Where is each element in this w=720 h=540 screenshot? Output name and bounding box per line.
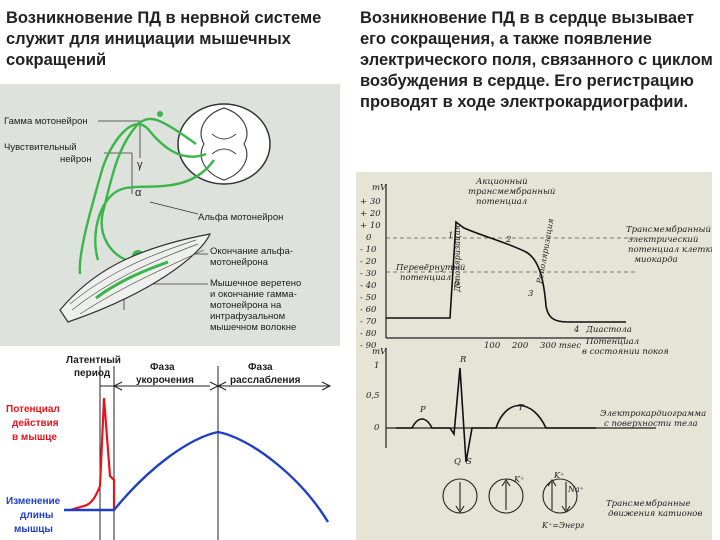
- gamma-motoneuron-label: Гамма мотонейрон: [4, 116, 88, 127]
- action-potential-label-2: действия: [12, 418, 59, 429]
- muscle-contraction-diagram: Латентный период Фаза укорочения Фаза ра…: [0, 346, 340, 540]
- sensory-neuron-label-2: нейрон: [60, 154, 92, 165]
- y-tick-top-9: - 60: [360, 305, 377, 315]
- action-potential-curve: [69, 397, 116, 512]
- alpha-ending-label-2: мотонейрона: [210, 257, 269, 268]
- y-tick-top-6: - 30: [360, 269, 377, 279]
- transmembrane-label-4: миокарда: [634, 255, 678, 265]
- latent-period-label-2: период: [74, 368, 111, 379]
- length-change-label-1: Изменение: [6, 496, 61, 507]
- length-change-label-2: длины: [20, 510, 53, 521]
- ion-na-label: Na⁺: [567, 485, 584, 494]
- ion-caption-1: Трансмембранные: [606, 498, 691, 509]
- ecg-caption-2: с поверхности тела: [604, 419, 698, 429]
- rest-potential-label-2: в состоянии покоя: [582, 347, 669, 357]
- depolarization-label: Деполяризация: [453, 225, 462, 293]
- ap-title-2: трансмембранный: [468, 186, 555, 197]
- diastole-label: Диастола: [585, 325, 632, 335]
- ecg-p-label: P: [419, 405, 426, 415]
- latent-period-label-1: Латентный: [66, 355, 121, 366]
- mv-label-top: mV: [372, 183, 387, 193]
- ion-flow-diagrams: [442, 478, 578, 514]
- ecg-trace: [396, 367, 596, 463]
- ecg-r-label: R: [459, 355, 467, 365]
- alpha-motoneuron-label: Альфа мотонейрон: [198, 212, 283, 223]
- y-tick-bottom-1: 0,5: [366, 391, 380, 401]
- ion-k-label-2: K⁺: [553, 471, 564, 480]
- mv-label-bottom: mV: [372, 347, 387, 357]
- y-tick-top-5: - 20: [360, 257, 377, 267]
- phase-3-label: 3: [528, 289, 533, 299]
- ecg-t-label: T: [518, 403, 525, 413]
- ion-caption-2: движения катионов: [608, 509, 702, 519]
- x-tick-300: 300 msec: [540, 341, 581, 351]
- shortening-phase-label-2: укорочения: [136, 375, 194, 386]
- y-tick-top-12: - 90: [360, 341, 377, 351]
- repolarization-label: Реполяризация: [535, 218, 555, 285]
- spindle-label-3: мотонейрона на: [210, 300, 282, 311]
- phase-1-label: 1: [448, 231, 453, 241]
- transmembrane-label-1: Трансмембранный: [626, 224, 711, 235]
- spindle-label-5: мышечном волокне: [210, 322, 296, 333]
- muscle-illustration: [59, 233, 212, 323]
- spindle-label-4: интрафузальном: [210, 311, 285, 322]
- x-tick-100: 100: [484, 341, 501, 351]
- ecg-s-label: S: [466, 457, 472, 467]
- sensory-neuron-label-1: Чувствительный: [4, 142, 77, 153]
- cardiac-ap-ecg-diagram: mV + 30 + 20 + 10 0 - 10 - 20 - 30 - 40 …: [356, 172, 712, 540]
- y-tick-top-3: 0: [366, 233, 372, 243]
- y-tick-top-0: + 30: [360, 197, 381, 207]
- spinal-cord-section: [177, 103, 271, 185]
- phase-4-label: 4: [573, 325, 579, 335]
- transmembrane-label-2: электрический: [628, 235, 698, 245]
- x-tick-200: 200: [511, 341, 529, 351]
- y-tick-top-7: - 40: [360, 281, 377, 291]
- ecg-caption-1: Электрокардиограмма: [600, 409, 706, 419]
- ap-title-1: Акционный: [475, 177, 528, 187]
- y-tick-top-4: - 10: [360, 245, 377, 255]
- y-tick-top-8: - 50: [360, 293, 377, 303]
- action-potential-label-3: в мышце: [12, 432, 57, 443]
- shortening-phase-label-1: Фаза: [150, 362, 175, 373]
- y-tick-bottom-0: 1: [374, 361, 379, 371]
- alpha-symbol: α: [135, 187, 142, 199]
- muscle-length-curve: [64, 430, 330, 523]
- relaxation-phase-label-1: Фаза: [248, 362, 273, 373]
- y-tick-top-10: - 70: [360, 317, 377, 327]
- transmembrane-label-3: потенциал клетки: [628, 245, 712, 255]
- rest-potential-label-1: Потенциал: [585, 337, 639, 347]
- nerve-reflex-diagram: Гамма мотонейрон Чувствительный нейрон γ…: [0, 84, 340, 346]
- gamma-symbol: γ: [137, 159, 143, 171]
- y-tick-bottom-2: 0: [374, 423, 380, 433]
- phase-2-label: 2: [505, 235, 511, 245]
- y-tick-top-2: + 10: [360, 221, 381, 231]
- phase-0-label: 0: [454, 279, 460, 289]
- y-tick-top-11: - 80: [360, 329, 377, 339]
- right-heading: Возникновение ПД в в сердце вызывает его…: [360, 9, 713, 111]
- ecg-q-label: Q: [454, 457, 461, 467]
- length-change-label-3: мышцы: [14, 524, 53, 535]
- cardiac-action-potential-curve: [386, 220, 626, 323]
- y-tick-top-1: + 20: [360, 209, 381, 219]
- relaxation-phase-label-2: расслабления: [230, 374, 301, 386]
- action-potential-label-1: Потенциал: [6, 404, 60, 415]
- plateau-label-2: потенциал: [400, 273, 451, 283]
- spindle-label-1: Мышечное веретено: [210, 278, 301, 289]
- alpha-ending-label-1: Окончание альфа-: [210, 246, 293, 257]
- plateau-label-1: Перевёрнутый: [395, 263, 465, 273]
- left-heading: Возникновение ПД в нервной системе служи…: [6, 9, 322, 69]
- ion-bottom-label: K⁺=Энерг: [541, 521, 584, 530]
- ion-k-label-1: K⁺: [513, 475, 524, 484]
- ap-title-3: потенциал: [476, 197, 527, 207]
- spindle-label-2: и окончание гамма-: [210, 289, 297, 300]
